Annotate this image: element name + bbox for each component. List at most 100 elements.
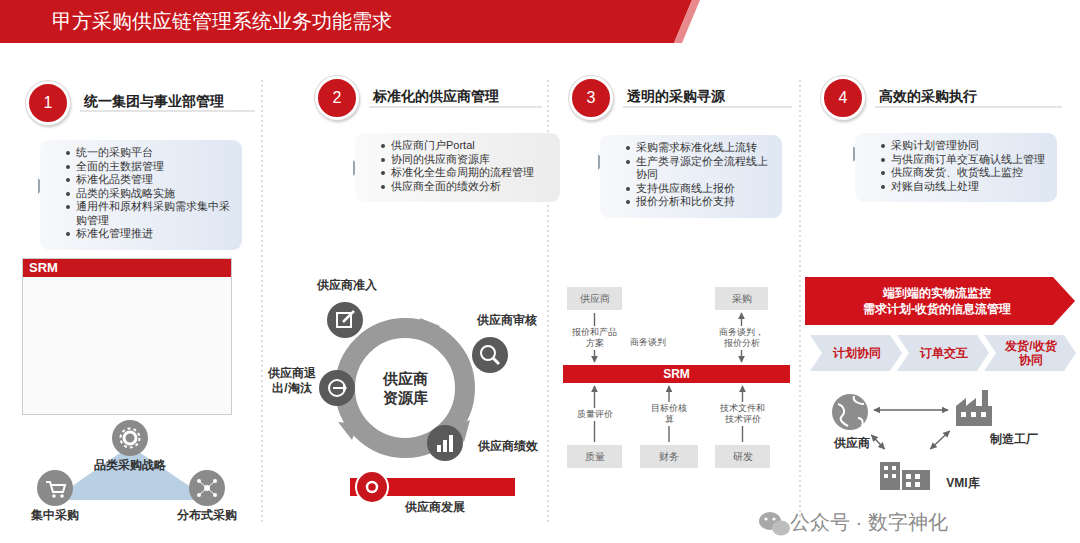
num-node: 4高效的采购执行 bbox=[821, 76, 865, 120]
node-text: 生产类寻源定价全流程线上协同 bbox=[624, 155, 774, 182]
node-text: 通用件和原材料采购需求集中采购管理 bbox=[64, 200, 234, 227]
column-dividers bbox=[262, 80, 800, 525]
band-node: 端到端的实物流监控需求计划-收货的信息流管理 bbox=[805, 277, 1075, 325]
node-text: 端到端的实物流监控 bbox=[883, 285, 991, 301]
node-text: 供应商资源库 bbox=[381, 369, 429, 407]
wechat-icon bbox=[759, 512, 790, 536]
node-label: 供应商发展 bbox=[390, 500, 480, 515]
node-text: 统一集团与事业部管理 bbox=[84, 93, 224, 111]
num-node: 3透明的采购寻源 bbox=[569, 76, 613, 120]
node-text: SRM bbox=[663, 367, 690, 381]
node-label: VMI库 bbox=[938, 476, 988, 491]
watermark: 公众号 · 数字神化 bbox=[790, 509, 948, 536]
edge-label: 报价和产品方案 bbox=[568, 326, 622, 350]
gbox-node: 质量 bbox=[567, 445, 622, 468]
node-text: 需求计划-收货的信息流管理 bbox=[863, 301, 1011, 317]
pic-node: VMI库 bbox=[878, 452, 934, 492]
icon-glyph bbox=[327, 302, 363, 338]
node-text: 支持供应商线上报价 bbox=[624, 182, 774, 196]
node-text: 标准化全生命周期的流程管理 bbox=[379, 166, 552, 180]
gbox-node: 供应商 bbox=[567, 287, 622, 310]
icon-glyph bbox=[189, 470, 225, 506]
node-label: 供应商绩效 bbox=[473, 439, 543, 454]
icon-glyph bbox=[830, 392, 870, 432]
connector bbox=[874, 409, 948, 410]
edge-label: 技术文件和技术评价 bbox=[716, 402, 770, 426]
box-text: 财务 bbox=[659, 450, 679, 464]
node-label: 制造工厂 bbox=[984, 432, 1044, 447]
node-text: SRM bbox=[23, 259, 231, 277]
icon-node: 供应商准入 bbox=[327, 302, 363, 338]
icon-glyph bbox=[427, 425, 463, 461]
bul-node: 供应商门户Portal协同的供应商资源库标准化全生命周期的流程管理供应商全面的绩… bbox=[355, 133, 560, 202]
num-node: 2标准化的供应商管理 bbox=[315, 76, 359, 120]
node-label: 供应商审核 bbox=[472, 313, 542, 328]
node-text: 品类的采购战略实施 bbox=[64, 187, 234, 201]
bar-node: SRM bbox=[563, 365, 790, 383]
node-text: 标准化的供应商管理 bbox=[373, 88, 499, 106]
title-text: 甲方采购供应链管理系统业务功能需求 bbox=[52, 8, 392, 34]
node-text: 高效的采购执行 bbox=[879, 88, 977, 106]
edge-label: 质量评价 bbox=[564, 408, 626, 421]
node-text: 订单交互 bbox=[920, 346, 968, 360]
gbox-node: 研发 bbox=[715, 445, 770, 468]
shape-fill bbox=[805, 277, 1075, 325]
node-label: 供应商退出/淘汰 bbox=[267, 366, 317, 396]
node-text: 供应商全面的绩效分析 bbox=[379, 180, 552, 194]
node-text: 3 bbox=[572, 79, 610, 117]
icon-node: 集中采购 bbox=[37, 470, 73, 506]
float-label: 商务谈判 bbox=[630, 337, 666, 348]
icon-glyph bbox=[878, 452, 934, 492]
icon-node: 供应商审核 bbox=[472, 337, 508, 373]
node-text: 与供应商订单交互确认线上管理 bbox=[879, 153, 1049, 167]
node-text: 2 bbox=[318, 79, 356, 117]
srm-node: SRM bbox=[22, 258, 232, 415]
node-text: 供应商门户Portal bbox=[379, 139, 552, 153]
node-label: 集中采购 bbox=[25, 508, 85, 523]
icon-node: 品类采购战略 bbox=[112, 420, 148, 456]
chev-node: 发货/收货协同 bbox=[984, 335, 1076, 371]
node-text: 报价分析和比价支持 bbox=[624, 195, 774, 209]
node-text: 全面的主数据管理 bbox=[64, 160, 234, 174]
icon-glyph bbox=[354, 469, 390, 505]
gbox-node: 采购 bbox=[715, 287, 768, 310]
node-text: 对账自动线上处理 bbox=[879, 180, 1049, 194]
chev-node: 计划协同 bbox=[810, 335, 902, 371]
redbar-node: 供应商发展 bbox=[350, 478, 515, 496]
connector bbox=[871, 435, 884, 449]
box-text: 质量 bbox=[585, 450, 605, 464]
title-banner bbox=[0, 0, 692, 43]
icon-node: 分布式采购 bbox=[189, 470, 225, 506]
box-text: 供应商 bbox=[580, 292, 610, 306]
icon-glyph bbox=[952, 388, 996, 428]
node-text: 采购需求标准化线上流转 bbox=[624, 141, 774, 155]
cycle-arrowheads bbox=[338, 318, 470, 442]
chev-node: 订单交互 bbox=[897, 335, 989, 371]
node-text: 1 bbox=[29, 84, 67, 122]
edge-label: 目标价核算 bbox=[648, 402, 690, 426]
pic-node: 供应商 bbox=[830, 392, 870, 432]
node-label: 供应商 bbox=[826, 436, 878, 451]
banner-edge bbox=[674, 0, 700, 43]
icon-node: 供应商绩效 bbox=[427, 425, 463, 461]
icon-glyph bbox=[472, 337, 508, 373]
node-text: 标准化品类管理 bbox=[64, 173, 234, 187]
node-text: 供应商发货、收货线上监控 bbox=[879, 166, 1049, 180]
box-text: 采购 bbox=[732, 292, 752, 306]
icon-glyph bbox=[37, 470, 73, 506]
node-text: 发货/收货协同 bbox=[1000, 339, 1062, 367]
gbox-node: 财务 bbox=[640, 445, 698, 468]
node-label: 品类采购战略 bbox=[82, 458, 178, 473]
node-text: 协同的供应商资源库 bbox=[379, 153, 552, 167]
node-text: 4 bbox=[824, 79, 862, 117]
box-text: 研发 bbox=[733, 450, 753, 464]
node-text: 透明的采购寻源 bbox=[627, 88, 725, 106]
node-text: 标准化管理推进 bbox=[64, 227, 234, 241]
pic-node: 制造工厂 bbox=[952, 388, 996, 428]
node-text: 计划协同 bbox=[833, 346, 881, 360]
node-label: 分布式采购 bbox=[169, 508, 245, 523]
node-text: 采购计划管理协同 bbox=[879, 139, 1049, 153]
edge-label: 商务谈判，报价分析 bbox=[715, 326, 769, 350]
icon-glyph bbox=[112, 420, 148, 456]
num-node: 1统一集团与事业部管理 bbox=[26, 81, 70, 125]
